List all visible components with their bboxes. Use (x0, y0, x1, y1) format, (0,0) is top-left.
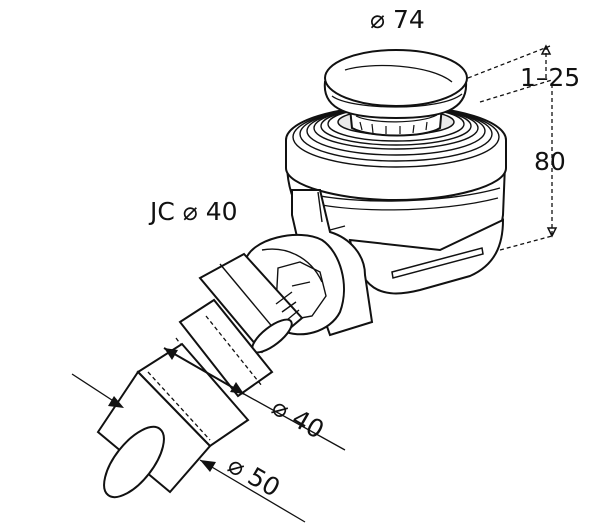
arrow-head-icon (230, 382, 244, 394)
dimension-lines-right (467, 44, 558, 251)
cap-diameter-label: ⌀ 74 (370, 5, 425, 34)
outlet-outer-diameter-label: ⌀ 50 (223, 450, 285, 503)
drain-cap (323, 49, 468, 137)
dimension-lines-outlet (71, 347, 346, 523)
jc-diameter-label: JC ⌀ 40 (148, 197, 238, 226)
arrow-head-icon (164, 348, 178, 360)
total-height-label: 80 (534, 147, 566, 176)
outlet-inner-diameter-label: ⌀ 40 (267, 392, 329, 445)
adjust-range-label: 1–25 (520, 63, 580, 92)
jc-pipe (198, 252, 304, 354)
outer-pipe (96, 342, 250, 499)
arrow-head-icon (108, 396, 124, 408)
arrow-head-icon (200, 460, 216, 472)
